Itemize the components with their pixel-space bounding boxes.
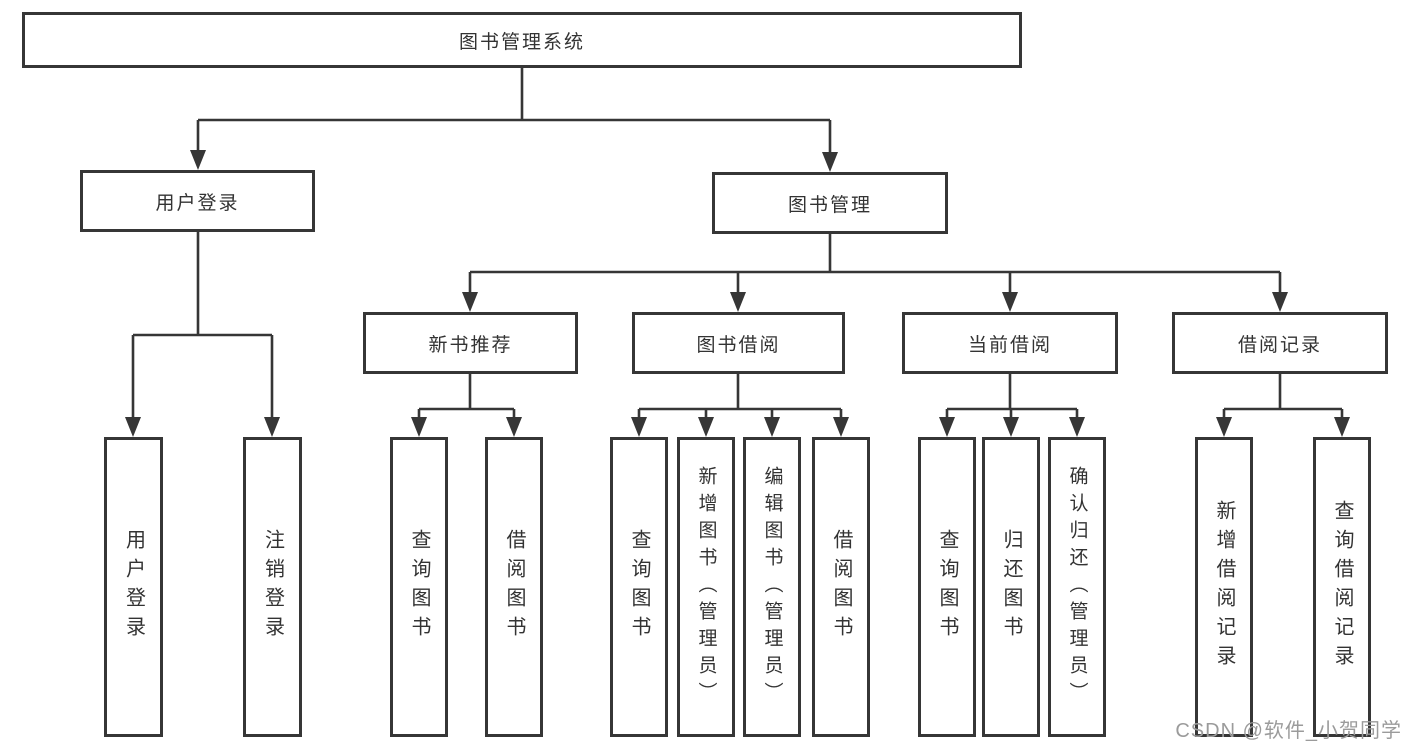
leaf-borrow-edit-book-admin: 编辑图书（管理员） — [743, 437, 801, 737]
leaf-current-return-book: 归还图书 — [982, 437, 1040, 737]
node-root-label: 图书管理系统 — [458, 31, 585, 53]
leaf-logout: 注销登录 — [243, 437, 302, 737]
connectors-book-management — [462, 234, 1288, 312]
arrowhead — [1069, 417, 1085, 437]
node-user-login-label: 用户登录 — [155, 192, 240, 214]
node-root: 图书管理系统 — [22, 12, 1022, 68]
node-current-borrow-label: 当前借阅 — [967, 334, 1052, 356]
arrowhead — [1334, 417, 1350, 437]
arrowhead — [462, 292, 478, 312]
leaf-user-login: 用户登录 — [104, 437, 163, 737]
node-book-management: 图书管理 — [712, 172, 948, 234]
node-current-borrow: 当前借阅 — [902, 312, 1118, 374]
arrowhead — [125, 417, 141, 437]
leaf-current-return-book-label: 归还图书 — [1000, 529, 1022, 645]
arrowhead — [698, 417, 714, 437]
node-borrow-records: 借阅记录 — [1172, 312, 1388, 374]
arrowhead — [506, 417, 522, 437]
leaf-current-confirm-return-admin: 确认归还（管理员） — [1048, 437, 1106, 737]
arrowhead — [1003, 417, 1019, 437]
arrowhead — [1002, 292, 1018, 312]
leaf-logout-label: 注销登录 — [261, 529, 284, 645]
connectors-book-borrow — [631, 374, 849, 437]
connectors-borrow-records — [1216, 374, 1350, 437]
arrowhead — [833, 417, 849, 437]
leaf-user-login-label: 用户登录 — [122, 529, 145, 645]
connectors-current-borrow — [939, 374, 1085, 437]
connectors-new-book-recommend — [411, 374, 522, 437]
node-borrow-records-label: 借阅记录 — [1237, 334, 1322, 356]
leaf-newrec-query-book-label: 查询图书 — [408, 529, 430, 645]
arrowhead — [631, 417, 647, 437]
leaf-borrow-borrow-book: 借阅图书 — [812, 437, 870, 737]
leaf-current-confirm-return-admin-label: 确认归还（管理员） — [1066, 465, 1088, 709]
node-book-borrow: 图书借阅 — [632, 312, 845, 374]
leaf-borrow-edit-book-admin-label: 编辑图书（管理员） — [761, 465, 783, 709]
arrowhead — [1272, 292, 1288, 312]
leaf-records-query-record: 查询借阅记录 — [1313, 437, 1371, 737]
arrowhead — [939, 417, 955, 437]
leaf-current-query-book: 查询图书 — [918, 437, 976, 737]
leaf-records-query-record-label: 查询借阅记录 — [1331, 500, 1353, 674]
leaf-newrec-query-book: 查询图书 — [390, 437, 448, 737]
leaf-newrec-borrow-book-label: 借阅图书 — [503, 529, 525, 645]
node-book-management-label: 图书管理 — [787, 194, 872, 216]
leaf-borrow-add-book-admin: 新增图书（管理员） — [677, 437, 735, 737]
leaf-records-add-record: 新增借阅记录 — [1195, 437, 1253, 737]
leaf-records-add-record-label: 新增借阅记录 — [1213, 500, 1235, 674]
node-user-login: 用户登录 — [80, 170, 315, 232]
leaf-current-query-book-label: 查询图书 — [936, 529, 958, 645]
leaf-borrow-borrow-book-label: 借阅图书 — [830, 529, 852, 645]
node-new-book-recommend-label: 新书推荐 — [428, 334, 513, 356]
leaf-borrow-query-book: 查询图书 — [610, 437, 668, 737]
arrowhead — [190, 150, 206, 170]
node-book-borrow-label: 图书借阅 — [696, 334, 781, 356]
arrowhead — [822, 152, 838, 172]
arrowhead — [1216, 417, 1232, 437]
leaf-borrow-query-book-label: 查询图书 — [628, 529, 650, 645]
arrowhead — [764, 417, 780, 437]
connectors-root-to-level2 — [190, 68, 838, 172]
connectors-user-login — [125, 232, 280, 437]
leaf-newrec-borrow-book: 借阅图书 — [485, 437, 543, 737]
csdn-watermark: CSDN @软件_小贺同学 — [1175, 720, 1402, 742]
arrowhead — [264, 417, 280, 437]
leaf-borrow-add-book-admin-label: 新增图书（管理员） — [695, 465, 717, 709]
arrowhead — [411, 417, 427, 437]
arrowhead — [730, 292, 746, 312]
node-new-book-recommend: 新书推荐 — [363, 312, 578, 374]
